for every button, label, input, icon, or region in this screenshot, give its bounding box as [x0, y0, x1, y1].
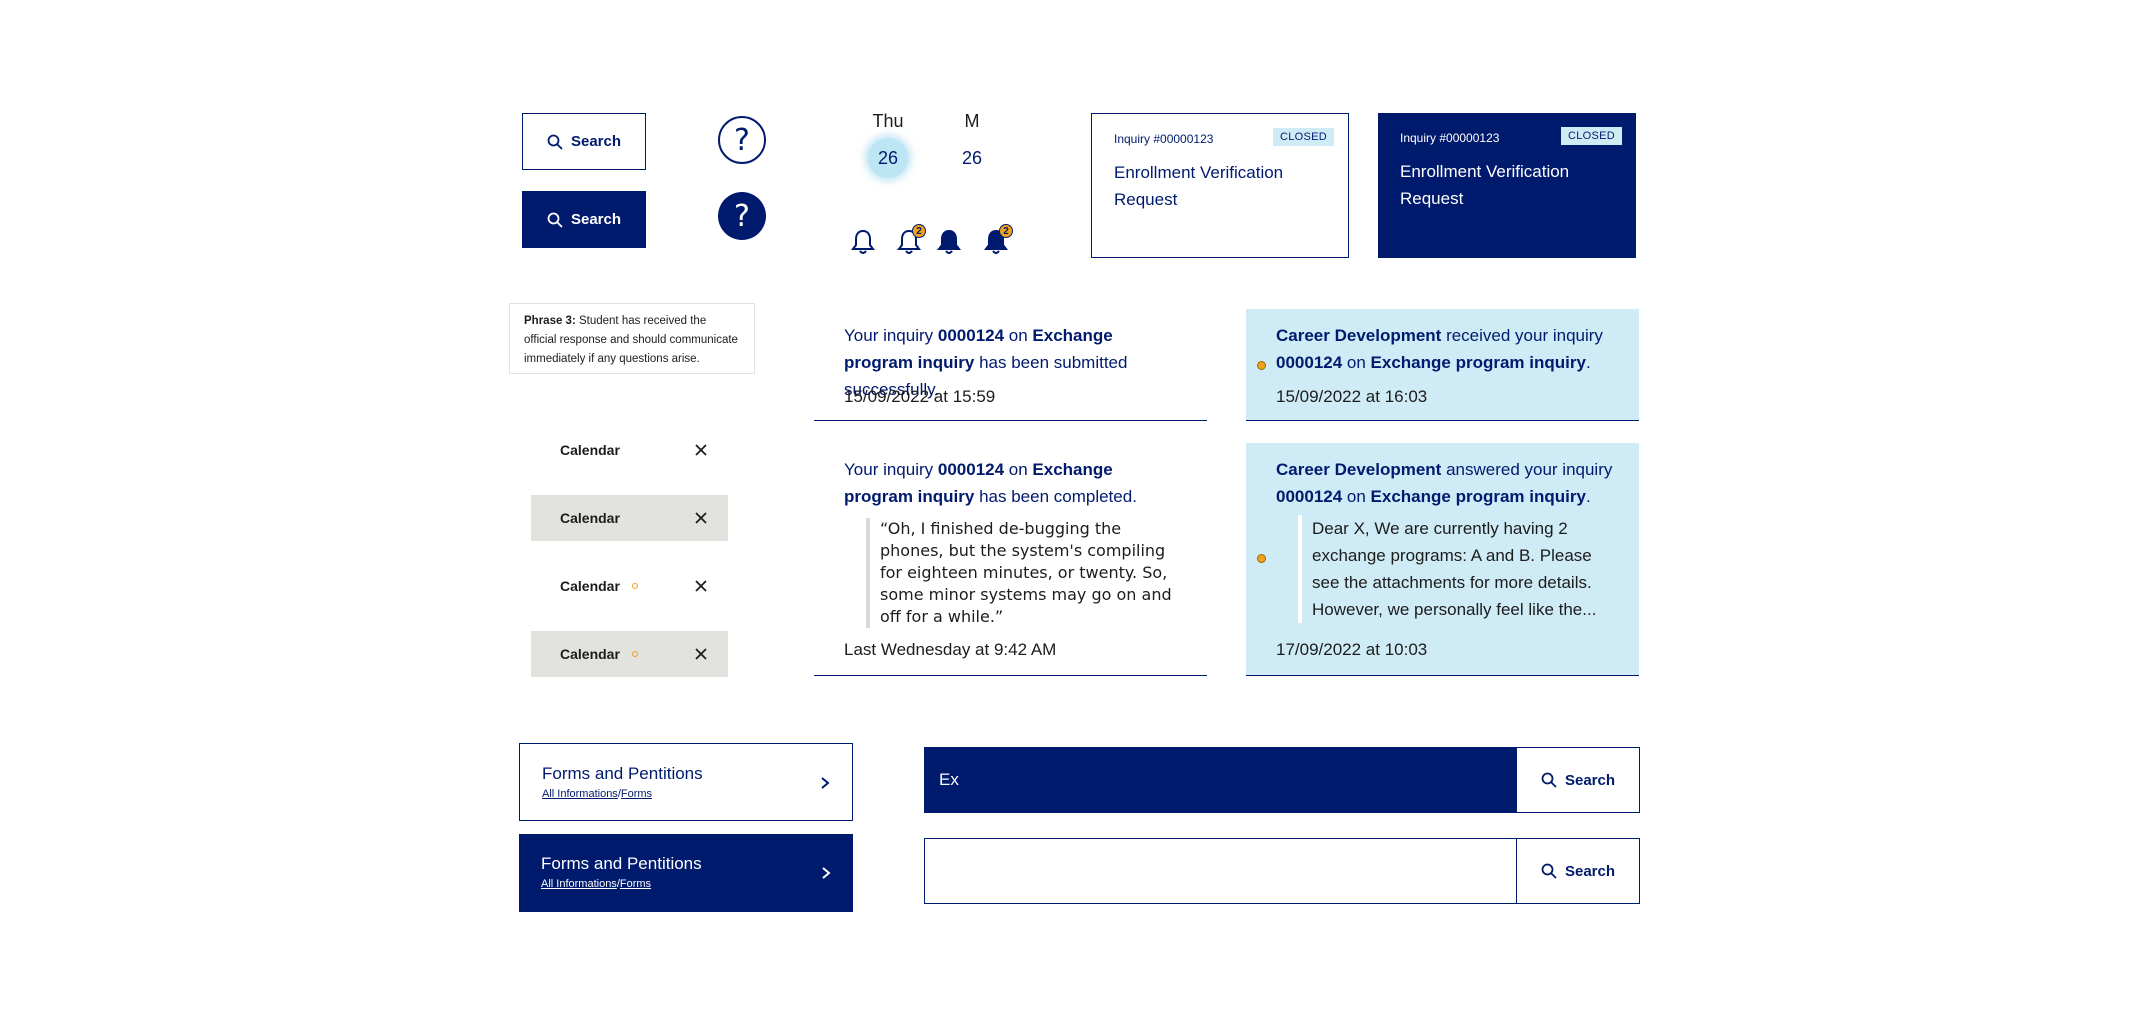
notification-message: Career Development received your inquiry…	[1276, 326, 1603, 372]
chip-label: Calendar	[560, 510, 620, 526]
breadcrumb: All Informations/Forms	[542, 788, 653, 800]
notification-quote: Dear X, We are currently having 2 exchan…	[1298, 515, 1618, 623]
search-submit-button[interactable]: Search	[1516, 839, 1639, 903]
status-badge: CLOSED	[1272, 128, 1334, 146]
inquiry-id: Inquiry #00000123	[1114, 132, 1214, 146]
notification-item[interactable]: Your inquiry 0000124 on Exchange program…	[814, 309, 1207, 421]
notification-count-badge: 2	[912, 224, 926, 238]
search-button-outline[interactable]: Search	[522, 113, 646, 170]
forms-link-title: Forms and Pentitions	[541, 854, 702, 873]
calendar-day[interactable]: 26	[961, 147, 983, 168]
notification-count-badge: 2	[999, 224, 1013, 238]
phrase-text: Student has received the official respon…	[524, 315, 738, 365]
unread-dot-icon	[1257, 361, 1266, 370]
calendar-day-selected[interactable]: 26	[868, 138, 908, 178]
notification-time: 15/09/2022 at 15:59	[844, 387, 996, 406]
weekday-label-thu: Thu	[872, 111, 904, 131]
search-button-label: Search	[570, 133, 622, 150]
close-icon[interactable]	[692, 509, 710, 527]
bell-icon	[851, 229, 875, 254]
inquiry-card-outline[interactable]: Inquiry #00000123 CLOSED Enrollment Veri…	[1091, 113, 1349, 258]
help-button-filled[interactable]: ?	[718, 192, 766, 240]
phrase-tooltip: Phrase 3: Student has received the offic…	[509, 303, 755, 374]
search-icon	[547, 134, 563, 150]
search-button-filled[interactable]: Search	[522, 191, 646, 248]
close-icon[interactable]	[692, 577, 710, 595]
search-icon	[1541, 772, 1557, 788]
notification-bell-outline[interactable]	[850, 228, 876, 256]
question-icon: ?	[734, 198, 750, 234]
breadcrumb-link-informations[interactable]: All Informations	[542, 788, 618, 800]
search-button-label: Search	[1564, 771, 1616, 789]
notification-message: Career Development answered your inquiry…	[1276, 460, 1613, 506]
notification-time: 17/09/2022 at 10:03	[1276, 640, 1428, 659]
notification-item-unread[interactable]: Career Development answered your inquiry…	[1246, 443, 1639, 676]
breadcrumb-link-forms[interactable]: Forms	[619, 878, 652, 890]
chip-label: Calendar	[560, 646, 620, 662]
inquiry-card-filled[interactable]: Inquiry #00000123 CLOSED Enrollment Veri…	[1378, 113, 1636, 258]
inquiry-title: Enrollment Verification Request	[1400, 162, 1570, 208]
chevron-right-icon	[821, 777, 830, 789]
unread-dot-icon	[1257, 554, 1266, 563]
search-input[interactable]	[925, 748, 1516, 812]
search-button-label: Search	[1564, 862, 1616, 880]
inquiry-title: Enrollment Verification Request	[1114, 163, 1284, 209]
phrase-label: Phrase 3:	[524, 315, 576, 327]
notification-message: Your inquiry 0000124 on Exchange program…	[844, 460, 1137, 506]
forms-link-card-filled[interactable]: Forms and Pentitions All Informations/Fo…	[519, 834, 853, 912]
notification-quote: “Oh, I finished de-bugging the phones, b…	[866, 518, 1176, 628]
calendar-chip[interactable]: Calendar	[531, 427, 728, 473]
search-icon	[1541, 863, 1557, 879]
search-submit-button[interactable]: Search	[1516, 748, 1639, 812]
notification-item[interactable]: Your inquiry 0000124 on Exchange program…	[814, 443, 1207, 676]
breadcrumb-link-forms[interactable]: Forms	[620, 788, 653, 800]
search-bar-empty: Search	[924, 838, 1640, 904]
inquiry-id: Inquiry #00000123	[1400, 131, 1500, 145]
search-bar-active: Search	[924, 747, 1640, 813]
search-button-label: Search	[570, 211, 622, 228]
weekday-label-m: M	[964, 111, 980, 131]
chevron-right-icon	[822, 867, 831, 879]
search-icon	[547, 212, 563, 228]
breadcrumb: All Informations/Forms	[541, 878, 652, 890]
chip-label: Calendar	[560, 578, 620, 594]
chip-label: Calendar	[560, 442, 620, 458]
notification-bell-outline-badge[interactable]: 2	[896, 224, 926, 256]
status-badge: CLOSED	[1560, 127, 1622, 145]
close-icon[interactable]	[692, 645, 710, 663]
notification-time: Last Wednesday at 9:42 AM	[844, 640, 1057, 659]
notification-time: 15/09/2022 at 16:03	[1276, 387, 1428, 406]
unread-dot-icon	[631, 583, 638, 589]
question-icon: ?	[734, 122, 750, 158]
close-icon[interactable]	[692, 441, 710, 459]
help-button-outline[interactable]: ?	[718, 116, 766, 164]
notification-bell-filled[interactable]	[936, 228, 962, 256]
calendar-chip-unread[interactable]: Calendar	[531, 563, 728, 609]
forms-link-title: Forms and Pentitions	[542, 764, 703, 783]
notification-message: Your inquiry 0000124 on Exchange program…	[844, 326, 1128, 399]
breadcrumb-link-informations[interactable]: All Informations	[541, 878, 617, 890]
search-input[interactable]	[925, 839, 1516, 903]
notification-item-unread[interactable]: Career Development received your inquiry…	[1246, 309, 1639, 421]
calendar-chip-hover[interactable]: Calendar	[531, 495, 728, 541]
bell-icon	[937, 229, 961, 254]
notification-bell-filled-badge[interactable]: 2	[983, 224, 1013, 256]
calendar-chip-unread-hover[interactable]: Calendar	[531, 631, 728, 677]
unread-dot-icon	[631, 651, 638, 657]
forms-link-card-outline[interactable]: Forms and Pentitions All Informations/Fo…	[519, 743, 853, 821]
